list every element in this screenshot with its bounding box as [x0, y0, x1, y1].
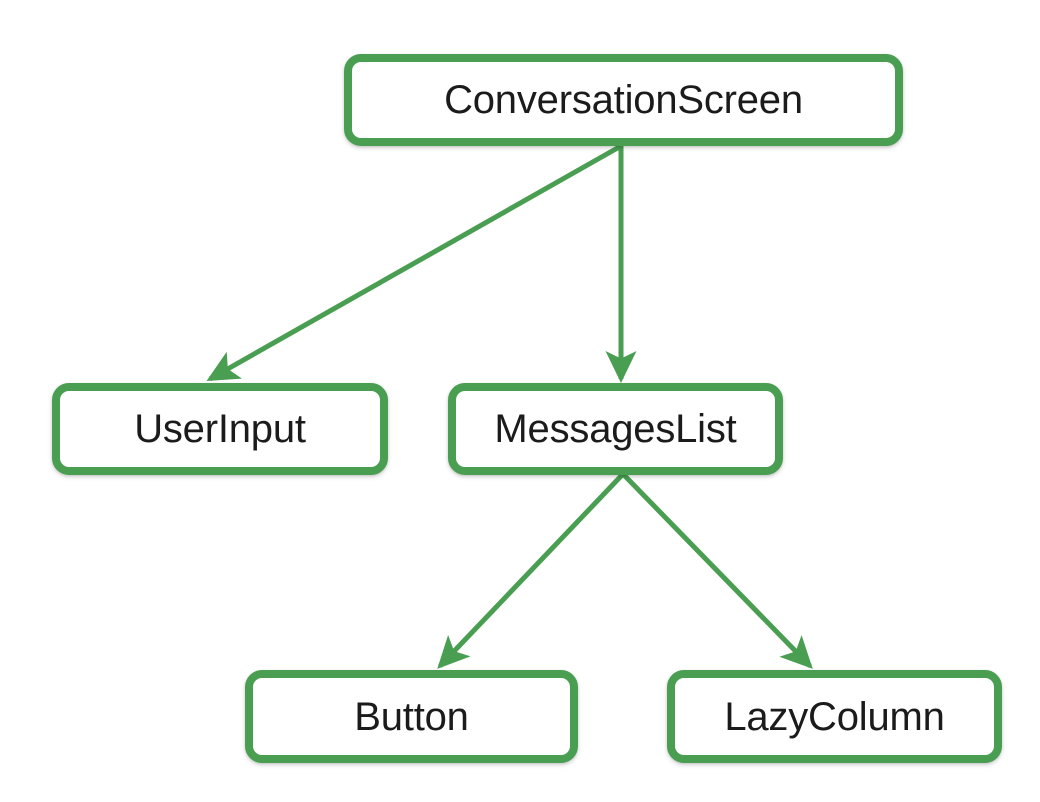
edge-conversationscreen-userinput — [206, 143, 623, 382]
node-label: ConversationScreen — [444, 78, 803, 122]
node-messageslist[interactable]: MessagesList — [448, 383, 783, 475]
node-button[interactable]: Button — [245, 670, 578, 763]
node-lazycolumn[interactable]: LazyColumn — [667, 670, 1002, 763]
edge-messageslist-lazycolumn — [621, 472, 813, 669]
node-label: Button — [354, 694, 469, 739]
node-conversationscreen[interactable]: ConversationScreen — [344, 54, 903, 146]
edge-messageslist-button — [437, 472, 625, 669]
node-userinput[interactable]: UserInput — [52, 383, 388, 475]
node-label: LazyColumn — [724, 694, 945, 739]
node-label: UserInput — [134, 407, 306, 451]
node-label: MessagesList — [494, 407, 737, 451]
